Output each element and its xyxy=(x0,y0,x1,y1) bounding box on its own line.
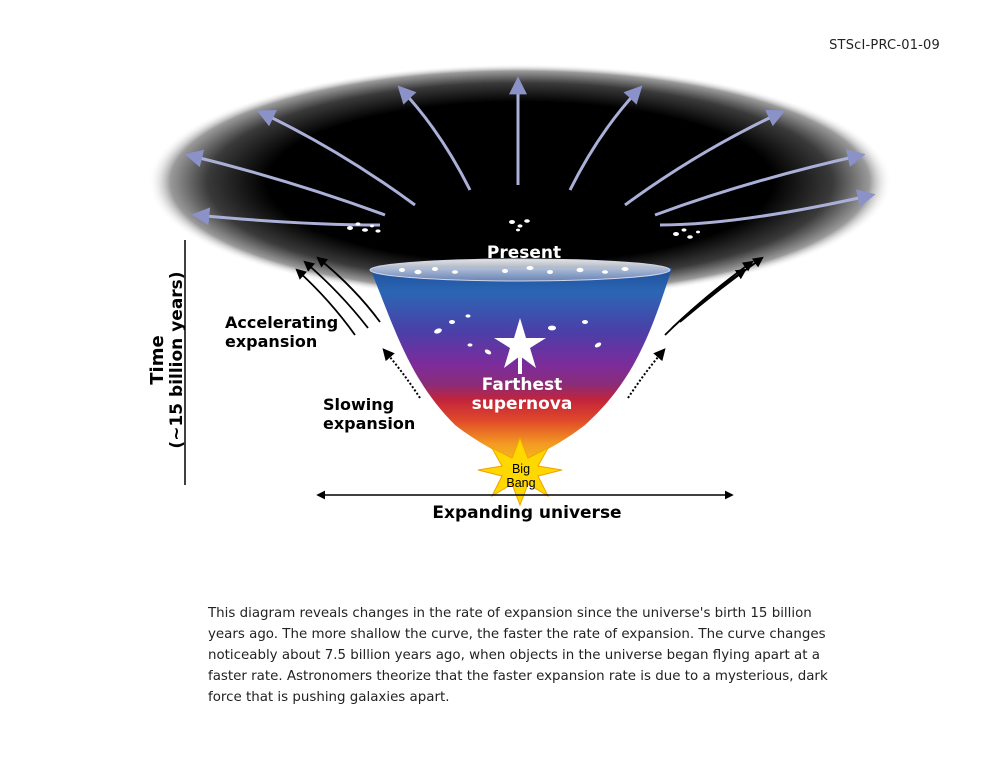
space-bowl xyxy=(148,64,892,300)
expanding-universe-label: Expanding universe xyxy=(432,503,621,523)
galaxy-clusters xyxy=(347,219,700,355)
caption-line: years ago. The more shallow the curve, t… xyxy=(208,627,826,642)
document-id: STScI-PRC-01-09 xyxy=(829,38,940,53)
caption-line: noticeably about 7.5 billion years ago, … xyxy=(208,648,820,663)
big-bang-label-line2: Bang xyxy=(506,476,535,490)
slowing-arrow-right xyxy=(627,348,666,399)
caption-line: force that is pushing galaxies apart. xyxy=(208,690,450,705)
supernova-star xyxy=(494,318,546,374)
slowing-label-line1: Slowing xyxy=(323,395,394,414)
present-rim xyxy=(369,258,671,282)
supernova-label-line1: Farthest xyxy=(482,375,562,395)
big-bang-burst xyxy=(477,436,563,507)
accelerating-label-line2: expansion xyxy=(225,332,317,351)
time-axis-label-line1: Time xyxy=(147,335,168,384)
accelerating-arrows-left xyxy=(295,256,381,336)
supernova-label-line2: supernova xyxy=(472,394,573,414)
caption-text: This diagram reveals changes in the rate… xyxy=(208,603,828,708)
slowing-label-line2: expansion xyxy=(323,414,415,433)
big-bang-label-line1: Big xyxy=(512,462,530,476)
slowing-arrow-left xyxy=(382,348,421,399)
expansion-arrows xyxy=(184,76,876,227)
present-label: Present xyxy=(487,243,561,263)
time-axis-label-line2: (~15 billion years) xyxy=(167,271,187,448)
accelerating-arrows-right xyxy=(664,256,764,336)
caption-line: This diagram reveals changes in the rate… xyxy=(208,606,812,621)
accelerating-label-line1: Accelerating xyxy=(225,313,338,332)
caption-line: faster rate. Astronomers theorize that t… xyxy=(208,669,828,684)
